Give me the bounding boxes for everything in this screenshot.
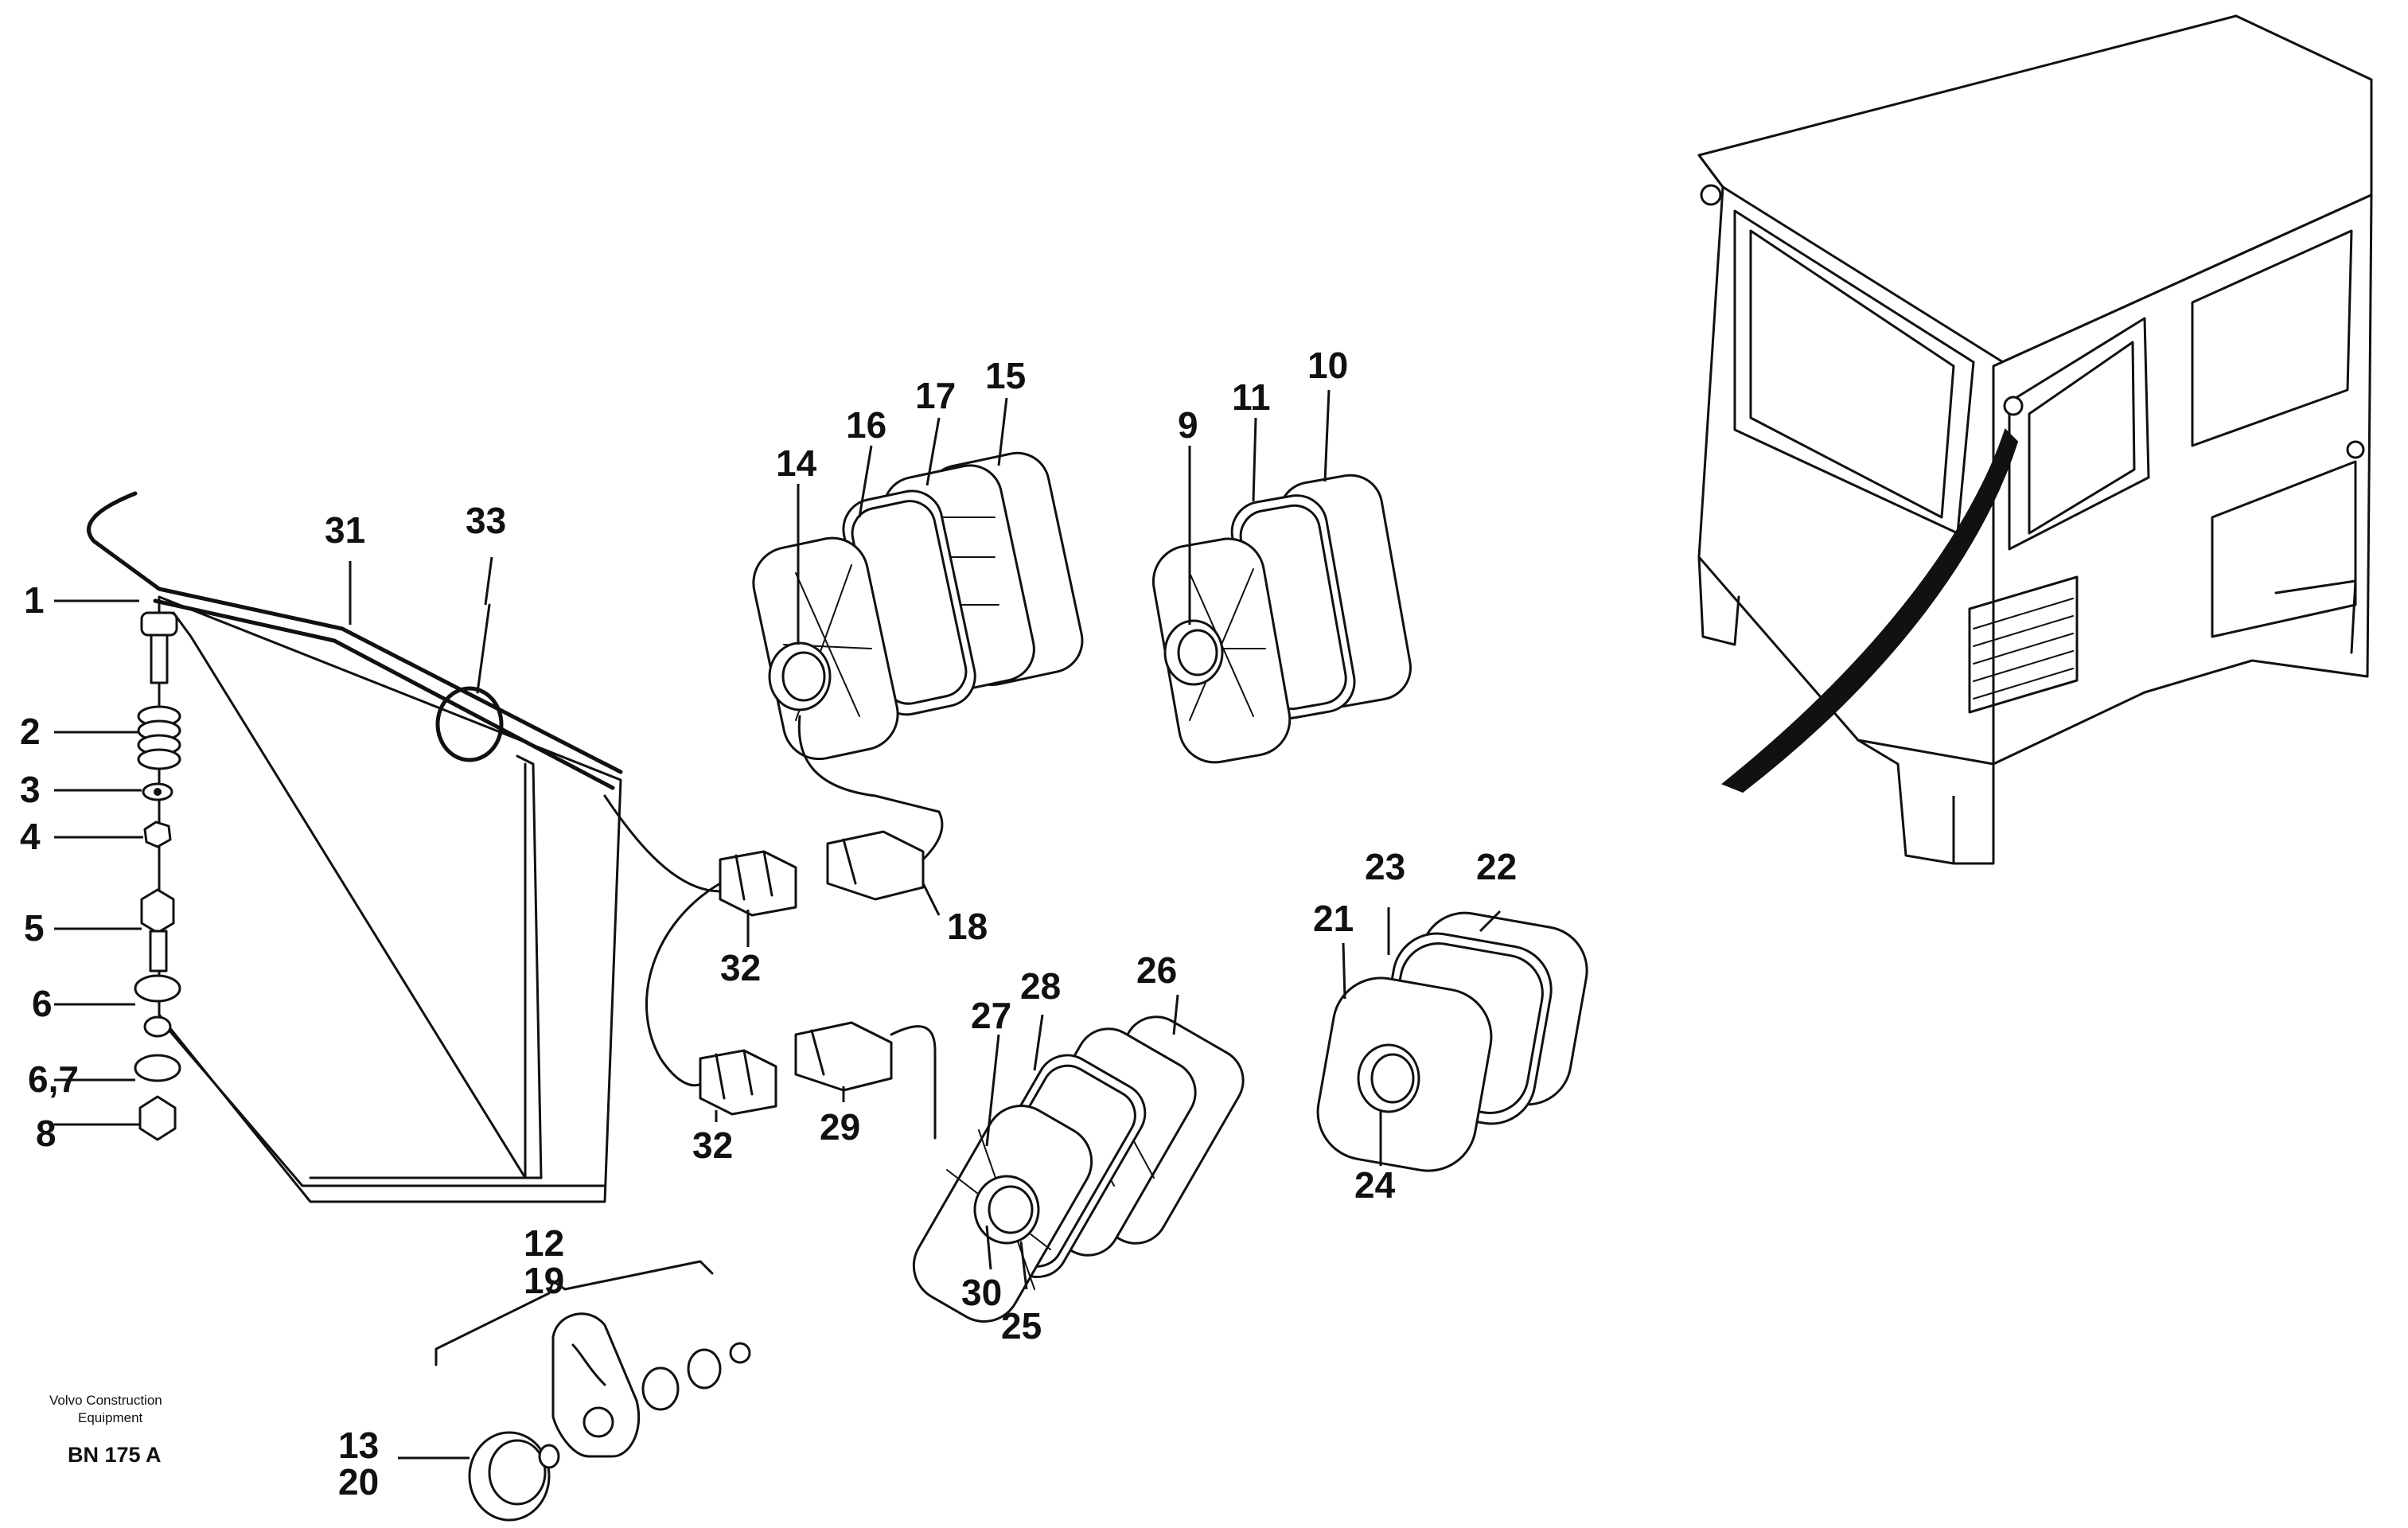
- callout-22: 22: [1476, 846, 1517, 887]
- cab-illustration: [1697, 14, 2373, 865]
- callout-1: 1: [24, 579, 45, 621]
- mirror-arm-frame: [87, 491, 722, 1203]
- company-name-line2: Equipment: [78, 1410, 143, 1425]
- callout-3: 3: [20, 769, 41, 810]
- callout-labels: 1 2 3 4 5 6 6,7 8 31 33 14 16 17 15 9 11…: [20, 345, 1517, 1503]
- callout-21: 21: [1313, 898, 1354, 939]
- callout-20: 20: [338, 1461, 379, 1503]
- callout-12: 12: [524, 1222, 564, 1264]
- callout-6-7: 6,7: [28, 1058, 79, 1100]
- callout-26: 26: [1136, 949, 1177, 991]
- callout-8: 8: [36, 1113, 56, 1154]
- mirror-group-upper-left: [752, 451, 1084, 813]
- callout-32-upper: 32: [720, 947, 761, 988]
- leader-lines: [54, 389, 1502, 1460]
- callout-13: 13: [338, 1425, 379, 1466]
- callout-29: 29: [820, 1106, 860, 1148]
- connectors: [645, 810, 944, 1140]
- callout-11: 11: [1232, 376, 1271, 418]
- callout-10: 10: [1307, 345, 1348, 386]
- mirror-group-lower-middle: [912, 1015, 1245, 1323]
- callout-5: 5: [24, 907, 45, 949]
- callout-17: 17: [915, 375, 956, 416]
- mounting-hardware: [134, 611, 181, 1141]
- callout-23: 23: [1365, 846, 1405, 887]
- callout-14: 14: [776, 442, 817, 484]
- mirror-group-upper-right: [1151, 474, 1412, 764]
- callout-6: 6: [32, 983, 53, 1024]
- callout-18: 18: [947, 906, 988, 947]
- mirror-group-lower-right: [1316, 911, 1588, 1172]
- callout-32-lower: 32: [692, 1125, 733, 1166]
- callout-25: 25: [1001, 1305, 1042, 1347]
- callout-9: 9: [1178, 404, 1198, 446]
- footer: Volvo Construction Equipment BN 175 A: [49, 1393, 162, 1467]
- callout-4: 4: [20, 816, 41, 857]
- callout-15: 15: [985, 355, 1026, 396]
- callout-33: 33: [466, 500, 506, 541]
- callout-19: 19: [524, 1260, 564, 1301]
- callout-31: 31: [325, 509, 365, 551]
- callout-27: 27: [971, 995, 1011, 1036]
- callout-30: 30: [961, 1272, 1002, 1313]
- callout-24: 24: [1354, 1164, 1396, 1206]
- company-name-line1: Volvo Construction: [49, 1393, 162, 1408]
- knob-assembly: [434, 1260, 751, 1522]
- callout-2: 2: [20, 711, 41, 752]
- callout-16: 16: [846, 404, 886, 446]
- callout-28: 28: [1020, 965, 1061, 1007]
- drawing-code: BN 175 A: [68, 1443, 162, 1467]
